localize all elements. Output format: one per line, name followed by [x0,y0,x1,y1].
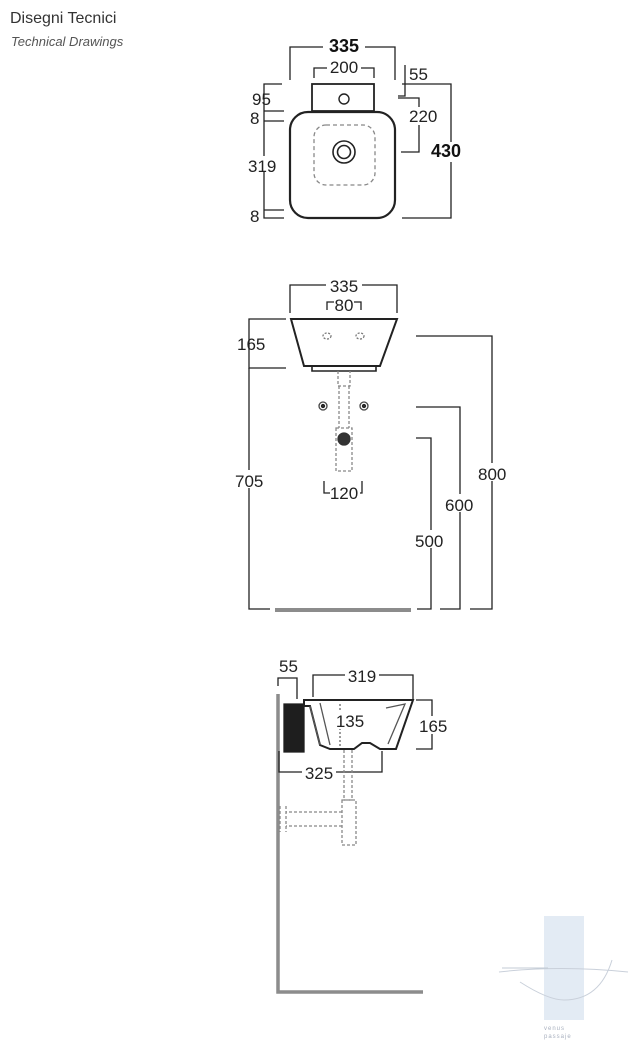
label-bg [330,484,360,500]
basin-side-section [303,699,415,750]
dim-line-705 [248,368,270,610]
dim-width-335-top: 335 [329,36,359,56]
front-view [248,284,493,612]
fixing-right-icon [359,401,369,411]
fixing-left-dot [320,403,326,409]
dim-wall-gap-55: 55 [279,657,298,676]
brand-logo-text-2: passaje [544,1034,572,1040]
dim-rim-8-bottom: 8 [250,207,259,226]
bowl-inner-outline [313,124,376,186]
side-view-labels: 55 319 135 165 325 [279,657,452,783]
dim-depth-430: 430 [431,141,461,161]
label-bg [418,716,452,734]
label-bg [326,276,362,293]
wall-and-floor [276,694,423,994]
brand-watermark: venus passaje [498,916,629,1040]
label-bg [302,763,336,781]
label-bg [334,296,354,312]
dim-height-600: 600 [445,496,473,515]
dim-overflow-80: 80 [335,296,354,315]
label-bg [234,470,268,488]
page-subtitle: Technical Drawings [11,34,124,49]
label-bg [327,58,361,74]
dim-base-325: 325 [305,764,333,783]
dim-depth-319-side: 319 [348,667,376,686]
basin-front-base [311,366,377,372]
dim-height-165-front: 165 [237,335,265,354]
label-bg [333,711,367,729]
dim-depth-95: 95 [252,90,271,109]
mounting-bracket [283,703,305,753]
dim-line-55-side [277,677,298,699]
dim-inner-135: 135 [336,712,364,731]
dim-tap-to-front-220: 220 [409,107,437,126]
label-bg [444,494,478,512]
label-bg [414,530,448,548]
side-waste-pipe [343,750,353,801]
basin-side-rim [385,703,407,745]
label-bg [323,36,365,54]
dim-waste-120: 120 [330,484,358,503]
dim-line-left-stack [263,83,284,219]
drain-inner-icon [336,144,352,160]
dim-depth-319: 319 [248,157,276,176]
page-title: Disegni Tecnici [10,10,117,27]
overflow-left-icon [322,332,332,340]
waste-pipe-mid [338,386,350,428]
overflow-right-icon [355,332,365,340]
tap-deck [311,83,375,112]
dim-line-500 [416,437,432,610]
dim-width-200: 200 [330,58,358,77]
waste-outlet-icon [337,432,351,446]
dim-height-800: 800 [478,465,506,484]
brand-swoosh-curve [519,959,613,1001]
label-bg [406,107,442,125]
dim-height-500: 500 [415,532,443,551]
side-waste-outlet [279,806,342,832]
fixing-left-icon [318,401,328,411]
dim-offset-55: 55 [409,65,428,84]
dim-height-705: 705 [235,472,263,491]
brand-bar [544,916,584,1020]
waste-trap [335,427,353,472]
front-view-labels: 335 80 165 120 705 800 600 500 [234,276,511,551]
fixing-right-dot [361,403,367,409]
label-bg [246,156,280,172]
label-bg [430,142,470,162]
dim-width-335-front: 335 [330,277,358,296]
drain-outer-icon [332,140,356,164]
basin-side-inner [309,702,331,746]
dim-height-165-side: 165 [419,717,447,736]
side-waste-trap [341,799,357,846]
brand-logo-text: venus [544,1026,565,1032]
tap-hole-icon [338,93,350,105]
waste-pipe-upper [337,371,351,387]
dim-rim-8-top: 8 [250,109,259,128]
top-view-labels: 335 200 55 95 8 319 8 220 430 [246,36,470,226]
dim-line-165-front [248,318,286,369]
top-view [263,46,452,220]
label-bg [345,666,379,683]
label-bg [477,463,511,481]
basin-outline [288,110,397,220]
dim-line-55 [398,65,406,97]
basin-front-body [289,318,399,367]
brand-swoosh-top [498,968,629,973]
